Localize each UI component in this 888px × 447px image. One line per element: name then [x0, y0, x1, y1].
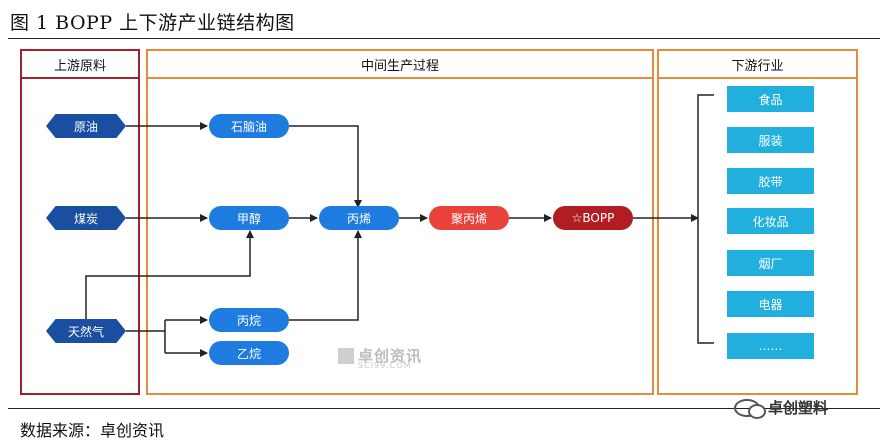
- node-propylene: 丙烯: [319, 206, 399, 230]
- industry-more: ……: [727, 333, 814, 359]
- midstream-header: 中间生产过程: [148, 51, 652, 79]
- industry-tape: 胶带: [727, 168, 814, 194]
- arrow-naphtha-to-propylene: [289, 125, 362, 208]
- watermark-logo: 卓创资讯 SCI99.COM: [338, 345, 423, 370]
- raw-material-coal: 煤炭: [46, 206, 126, 230]
- raw-material-natural-gas: 天然气: [46, 319, 126, 343]
- node-propane: 丙烷: [209, 308, 289, 332]
- node-ethane: 乙烷: [209, 341, 289, 365]
- figure-title: 图 1 BOPP 上下游产业链结构图: [10, 12, 295, 34]
- node-methanol: 甲醇: [209, 206, 289, 230]
- watermark-site: SCI99.COM: [358, 361, 412, 370]
- brand-badge: 卓创塑料: [734, 397, 829, 419]
- arrow-gas-to-methanol: [85, 230, 254, 320]
- wechat-icon: [734, 398, 766, 419]
- downstream-header: 下游行业: [659, 51, 856, 79]
- node-polypropylene: 聚丙烯: [429, 206, 509, 230]
- node-naphtha: 石脑油: [209, 114, 289, 138]
- industry-electrical: 电器: [727, 291, 814, 317]
- brand-name: 卓创塑料: [768, 399, 829, 417]
- downstream-bracket: [697, 94, 714, 344]
- raw-material-crude-oil: 原油: [46, 114, 126, 138]
- node-bopp: ☆BOPP: [553, 206, 633, 230]
- industry-food: 食品: [727, 86, 814, 112]
- source-note: 数据来源：卓创资讯: [20, 421, 165, 440]
- industry-cosmetics: 化妆品: [727, 208, 814, 234]
- industry-apparel: 服装: [727, 127, 814, 153]
- arrow-propane-to-propylene: [289, 230, 362, 321]
- top-rule: [8, 38, 880, 39]
- industry-tobacco: 烟厂: [727, 250, 814, 276]
- bottom-rule: [8, 408, 880, 409]
- upstream-header: 上游原料: [22, 51, 138, 79]
- watermark-mark-icon: [338, 347, 354, 364]
- watermark-name: 卓创资讯: [358, 347, 423, 365]
